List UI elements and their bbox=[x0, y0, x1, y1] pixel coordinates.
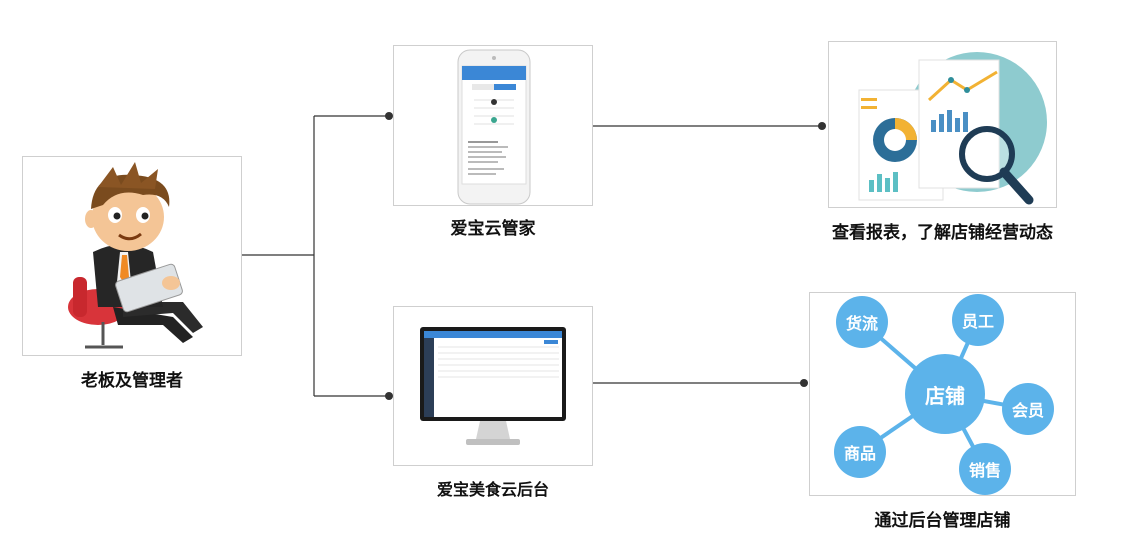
monitor-illustration bbox=[420, 327, 566, 445]
node-products: 商品 bbox=[834, 426, 886, 478]
center-node-store: 店铺 bbox=[905, 354, 985, 434]
connector-dot bbox=[385, 392, 393, 400]
node-sales: 销售 bbox=[959, 443, 1011, 495]
reports-illustration bbox=[858, 52, 1047, 205]
reports-caption: 查看报表，了解店铺经营动态 bbox=[832, 223, 1053, 243]
manage-caption: 通过后台管理店铺 bbox=[874, 511, 1011, 531]
connector-dot bbox=[800, 379, 808, 387]
node-staff: 员工 bbox=[952, 294, 1004, 346]
node-logistics: 货流 bbox=[836, 296, 888, 348]
backend-box bbox=[393, 306, 593, 466]
connector-dot bbox=[385, 112, 393, 120]
node-members: 会员 bbox=[1002, 383, 1054, 435]
reports-box bbox=[828, 41, 1057, 208]
boss-caption: 老板及管理者 bbox=[81, 371, 183, 391]
mobile-caption: 爱宝云管家 bbox=[450, 219, 536, 239]
boss-illustration bbox=[68, 162, 203, 349]
phone-illustration bbox=[457, 49, 531, 205]
mobile-box bbox=[393, 45, 593, 206]
backend-caption: 爱宝美食云后台 bbox=[436, 480, 549, 499]
connector-dot bbox=[818, 122, 826, 130]
manage-box: 店铺 货流 员工 会员 销售 商品 bbox=[809, 292, 1076, 496]
boss-box bbox=[22, 156, 242, 356]
